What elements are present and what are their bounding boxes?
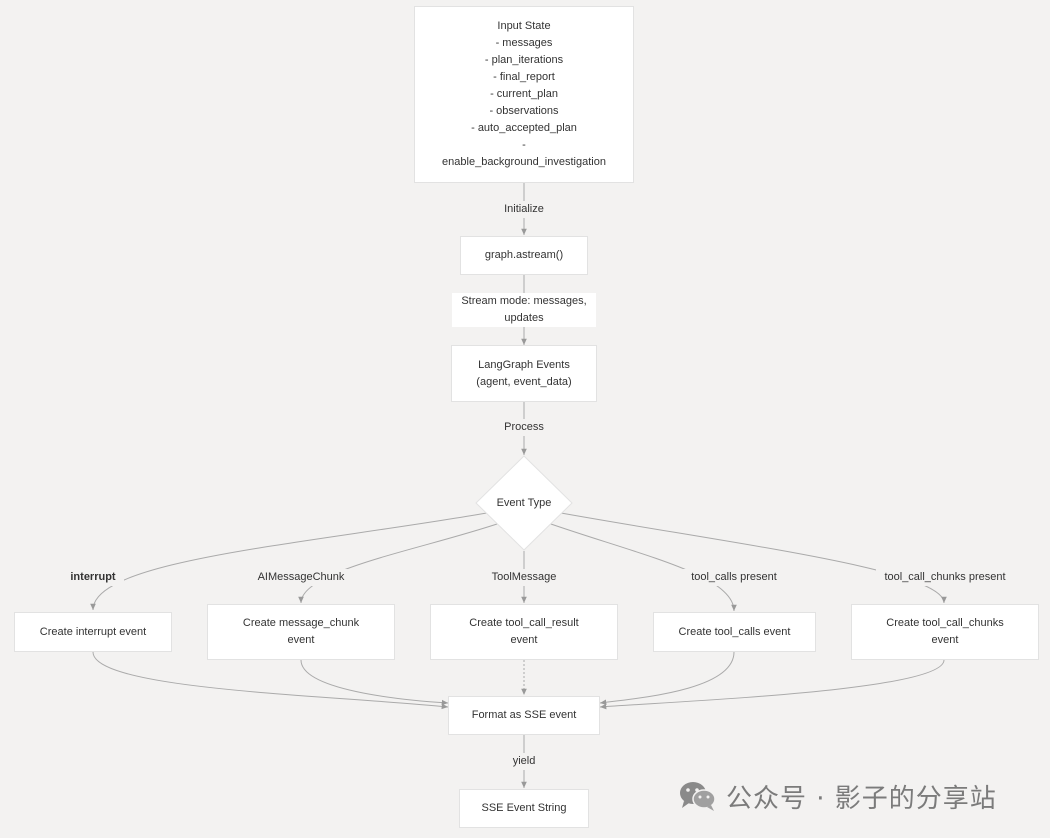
tool-call-chunks-event-line: event [931, 634, 959, 646]
sse-event-string-node: SSE Event String [459, 789, 589, 828]
message-chunk-event-line: event [287, 634, 315, 646]
edge-merge-tool-call-chunks [599, 659, 945, 710]
edge-ai-message-chunk [298, 522, 501, 604]
edge-tool-calls-present [547, 522, 737, 612]
input-state-node: Input State - messages - plan_iterations… [414, 6, 634, 183]
langgraph-events-subtitle: (agent, event_data) [476, 375, 572, 388]
interrupt-event-node: Create interrupt event [14, 612, 172, 652]
langgraph-events-node: LangGraph Events (agent, event_data) [451, 345, 597, 402]
edge-merge-tool-calls [599, 651, 735, 705]
tool-call-result-event-node: Create tool_call_result event [430, 604, 618, 660]
graph-astream-node: graph.astream() [460, 236, 588, 275]
tool-call-chunks-event-node: Create tool_call_chunks event [851, 604, 1039, 660]
tool-call-result-event-line: Create tool_call_result [469, 617, 579, 629]
edge-label-interrupt: interrupt [62, 569, 124, 586]
graph-astream-label: graph.astream() [484, 249, 564, 261]
format-sse-node: Format as SSE event [448, 696, 600, 735]
edge-interrupt [90, 512, 488, 611]
input-state-field: - current_plan [490, 88, 558, 100]
input-state-field: - final_report [493, 71, 555, 83]
edge-tool-call-chunks-present [560, 512, 947, 604]
langgraph-events-title: LangGraph Events [478, 358, 570, 371]
tool-call-result-event-line: event [510, 634, 538, 646]
edge-merge-message-chunk [300, 659, 449, 706]
edge-label-tool-call-chunks-present: tool_call_chunks present [876, 569, 1014, 586]
edge-label-stream-mode-line: updates [504, 312, 544, 324]
input-state-title: Input State [497, 20, 551, 32]
tool-calls-event-label: Create tool_calls event [678, 625, 791, 638]
tool-calls-event-node: Create tool_calls event [653, 612, 816, 652]
input-state-field: - messages [495, 37, 553, 49]
input-state-field: enable_background_investigation [442, 156, 606, 168]
format-sse-label: Format as SSE event [471, 709, 577, 721]
message-chunk-event-line: Create message_chunk [242, 617, 360, 629]
tool-call-chunks-event-line: Create tool_call_chunks [886, 617, 1004, 629]
edge-label-ai-message-chunk: AIMessageChunk [251, 569, 351, 586]
edge-label-process: Process [498, 419, 550, 436]
edge-label-tool-message: ToolMessage [484, 569, 564, 586]
watermark: 公众号 · 影子的分享站 [678, 776, 997, 816]
edge-merge-interrupt [92, 651, 449, 710]
edge-label-stream-mode-line: Stream mode: messages, [461, 295, 587, 307]
edge-label-initialize: Initialize [496, 201, 552, 218]
edge-label-stream-mode: Stream mode: messages, updates [452, 293, 596, 327]
wechat-icon [680, 782, 716, 811]
edge-label-tool-calls-present: tool_calls present [683, 569, 785, 586]
sse-event-string-label: SSE Event String [481, 802, 567, 814]
watermark-text: 公众号 · 影子的分享站 [726, 783, 997, 814]
input-state-field: - observations [489, 105, 559, 117]
event-type-diamond [475, 455, 573, 551]
edge-label-yield: yield [506, 753, 542, 770]
input-state-field: - plan_iterations [484, 54, 564, 66]
input-state-field: - [522, 139, 526, 151]
event-type-label: Event Type [496, 497, 552, 509]
message-chunk-event-node: Create message_chunk event [207, 604, 395, 660]
interrupt-event-label: Create interrupt event [39, 625, 147, 638]
input-state-field: - auto_accepted_plan [471, 122, 577, 134]
